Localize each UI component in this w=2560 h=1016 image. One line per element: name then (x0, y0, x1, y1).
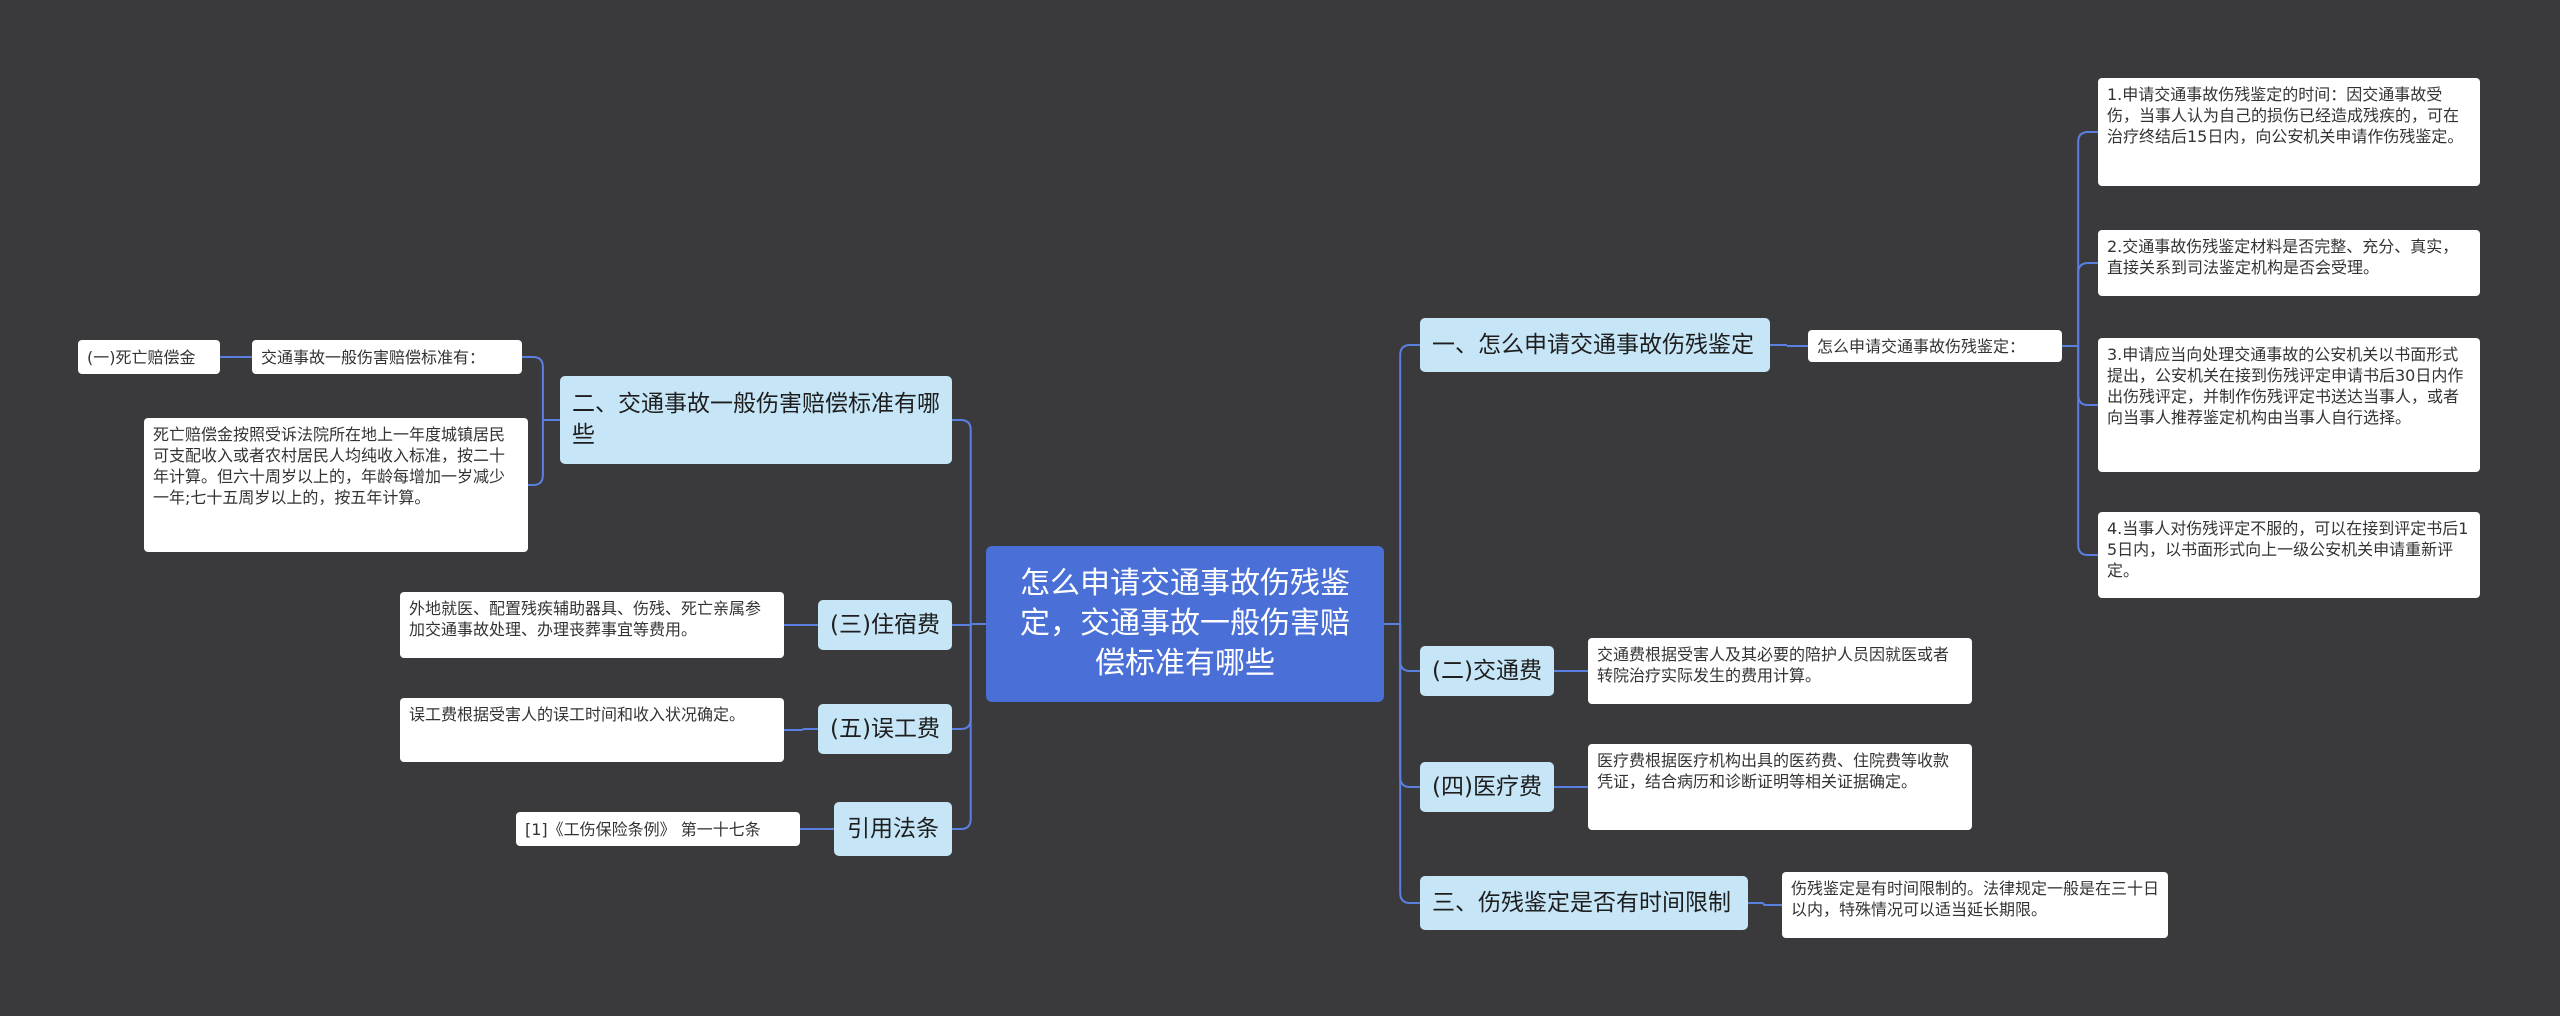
branch-accommodation-fee[interactable]: (三)住宿费 (818, 600, 952, 650)
root-left-link-0 (952, 419, 972, 624)
l1-link-0 (522, 356, 544, 420)
r1-link-0 (1786, 344, 1808, 347)
leaf-lost-wages-detail[interactable]: 误工费根据受害人的误工时间和收入状况确定。 (400, 698, 784, 762)
r1s-link-2 (2077, 346, 2098, 406)
root-right-link-2 (1399, 624, 1420, 788)
sub-apply-assessment-intro[interactable]: 怎么申请交通事故伤残鉴定： (1808, 330, 2062, 362)
leaf-accommodation-fee-detail[interactable]: 外地就医、配置残疾辅助器具、伤残、死亡亲属参加交通事故处理、办理丧葬事宜等费用。 (400, 592, 784, 658)
r1s-link-3 (2077, 346, 2098, 556)
leaf-assessment-application[interactable]: 3.申请应当向处理交通事故的公安机关以书面形式提出，公安机关在接到伤残评定申请书… (2098, 338, 2480, 472)
root-left-link-1 (952, 623, 972, 626)
sub-compensation-standards-intro[interactable]: 交通事故一般伤害赔偿标准有： (252, 340, 522, 374)
root-left-link-3 (952, 624, 972, 830)
root-right-link-1 (1399, 624, 1420, 672)
r1s-link-1 (2077, 262, 2098, 346)
leaf-death-compensation[interactable]: (一)死亡赔偿金 (78, 340, 220, 374)
r4-link-0 (1762, 902, 1782, 906)
branch-compensation-standards[interactable]: 二、交通事故一般伤害赔偿标准有哪些 (560, 376, 952, 464)
root-topic[interactable]: 怎么申请交通事故伤残鉴定，交通事故一般伤害赔偿标准有哪些 (986, 546, 1384, 702)
l1-link-1 (528, 420, 544, 486)
leaf-cited-law-detail[interactable]: [1]《工伤保险条例》 第一十七条 (516, 812, 800, 846)
leaf-assessment-materials[interactable]: 2.交通事故伤残鉴定材料是否完整、充分、真实，直接关系到司法鉴定机构是否会受理。 (2098, 230, 2480, 296)
root-right-link-0 (1399, 344, 1420, 624)
branch-transport-fee[interactable]: (二)交通费 (1420, 646, 1554, 696)
leaf-transport-fee-detail[interactable]: 交通费根据受害人及其必要的陪护人员因就医或者转院治疗实际发生的费用计算。 (1588, 638, 1972, 704)
branch-apply-disability-assessment[interactable]: 一、怎么申请交通事故伤残鉴定 (1420, 318, 1770, 372)
branch-cited-law[interactable]: 引用法条 (834, 802, 952, 856)
leaf-assessment-review[interactable]: 4.当事人对伤残评定不服的，可以在接到评定书后15日内，以书面形式向上一级公安机… (2098, 512, 2480, 598)
r1s-link-0 (2077, 131, 2098, 346)
branch-assessment-time-limit[interactable]: 三、伤残鉴定是否有时间限制 (1420, 876, 1748, 930)
branch-medical-fee[interactable]: (四)医疗费 (1420, 762, 1554, 812)
root-right-link-3 (1399, 624, 1420, 904)
leaf-assessment-time[interactable]: 1.申请交通事故伤残鉴定的时间：因交通事故受伤，当事人认为自己的损伤已经造成残疾… (2098, 78, 2480, 186)
l3-link-0 (784, 728, 804, 731)
leaf-medical-fee-detail[interactable]: 医疗费根据医疗机构出具的医药费、住院费等收款凭证，结合病历和诊断证明等相关证据确… (1588, 744, 1972, 830)
leaf-death-compensation-detail[interactable]: 死亡赔偿金按照受诉法院所在地上一年度城镇居民可支配收入或者农村居民人均纯收入标准… (144, 418, 528, 552)
branch-lost-wages[interactable]: (五)误工费 (818, 704, 952, 754)
leaf-time-limit-detail[interactable]: 伤残鉴定是有时间限制的。法律规定一般是在三十日以内，特殊情况可以适当延长期限。 (1782, 872, 2168, 938)
root-left-link-2 (952, 624, 972, 730)
